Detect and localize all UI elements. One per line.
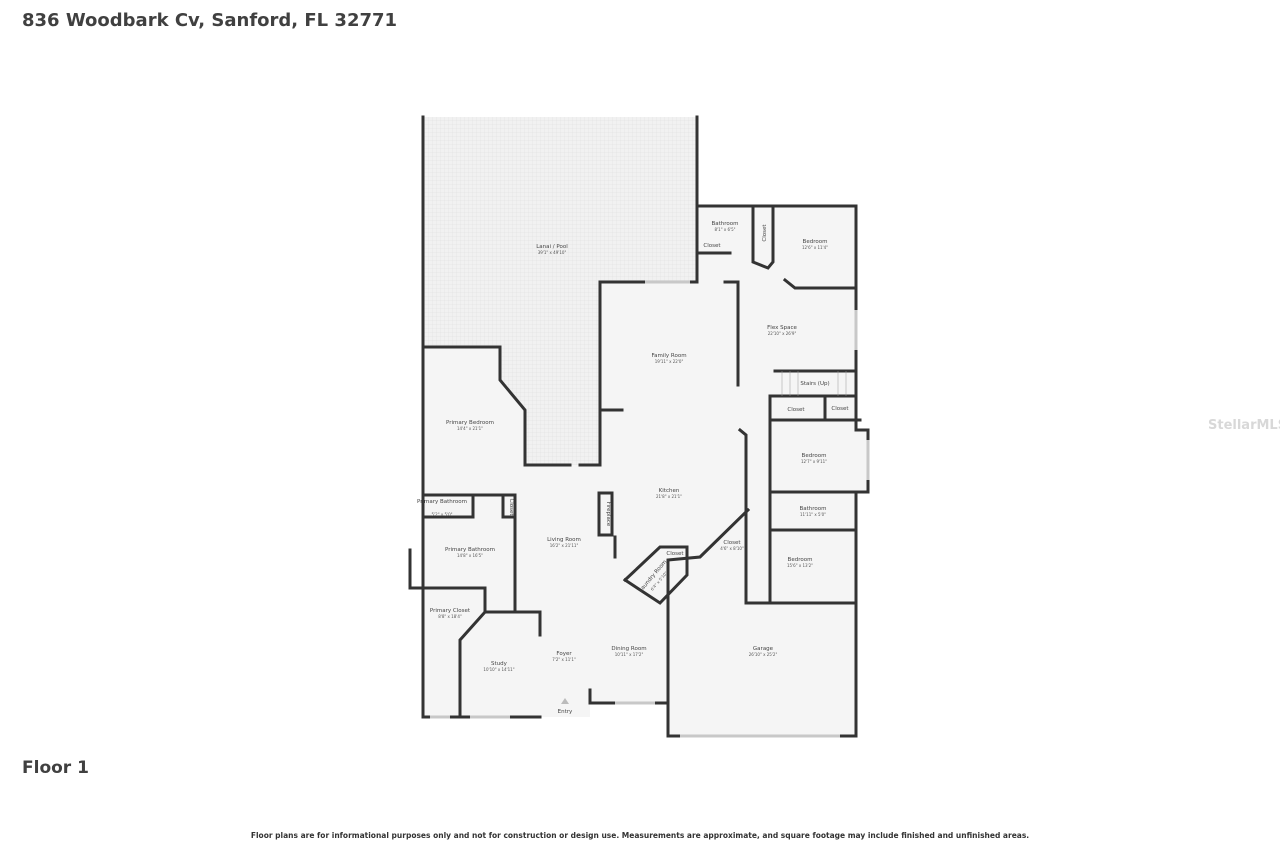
room-stairs: Stairs (Up) xyxy=(800,381,829,387)
svg-text:Primary Bathroom: Primary Bathroom xyxy=(445,547,495,553)
svg-text:22'10" x 26'9": 22'10" x 26'9" xyxy=(768,331,797,336)
svg-text:Closet: Closet xyxy=(508,498,514,516)
svg-text:Closet: Closet xyxy=(831,406,849,412)
room-closet-4: Closet xyxy=(831,406,849,412)
svg-text:Primary Bathroom: Primary Bathroom xyxy=(417,499,467,505)
svg-text:21'8" x 21'1": 21'8" x 21'1" xyxy=(656,494,682,499)
svg-text:10'11" x 17'2": 10'11" x 17'2" xyxy=(615,652,644,657)
svg-text:Bedroom: Bedroom xyxy=(802,453,827,459)
svg-text:11'11" x 5'0": 11'11" x 5'0" xyxy=(800,512,826,517)
svg-text:15'6" x 13'2": 15'6" x 13'2" xyxy=(787,563,813,568)
svg-text:Bedroom: Bedroom xyxy=(803,239,828,245)
svg-text:Closet: Closet xyxy=(787,407,805,413)
svg-text:16'2" x 21'11": 16'2" x 21'11" xyxy=(550,543,579,548)
room-closet-3: Closet xyxy=(787,407,805,413)
svg-text:8'8" x 18'4": 8'8" x 18'4" xyxy=(438,614,462,619)
svg-text:12'7" x 9'11": 12'7" x 9'11" xyxy=(801,459,827,464)
walls xyxy=(408,115,870,738)
svg-text:Closet: Closet xyxy=(762,224,768,242)
svg-text:5'2" x 5'0": 5'2" x 5'0" xyxy=(432,512,453,517)
svg-text:Bedroom: Bedroom xyxy=(788,557,813,563)
svg-text:Closet: Closet xyxy=(703,243,721,249)
watermark-logo: StellarMLS xyxy=(1208,418,1280,433)
lanai-floor xyxy=(423,117,697,465)
room-closet-2: Closet xyxy=(762,224,768,242)
svg-text:19'11" x 22'0": 19'11" x 22'0" xyxy=(655,359,684,364)
svg-text:7'2" x 11'1": 7'2" x 11'1" xyxy=(552,657,576,662)
svg-text:Closet: Closet xyxy=(666,551,684,557)
svg-text:Living Room: Living Room xyxy=(547,537,581,543)
svg-text:14'4" x 21'1": 14'4" x 21'1" xyxy=(457,426,483,431)
property-address: 836 Woodbark Cv, Sanford, FL 32771 xyxy=(22,10,398,31)
floor-label: Floor 1 xyxy=(22,758,89,778)
svg-text:Garage: Garage xyxy=(753,646,774,652)
svg-text:10'10" x 14'11": 10'10" x 14'11" xyxy=(483,667,514,672)
svg-text:26'10" x 25'2": 26'10" x 25'2" xyxy=(749,652,778,657)
svg-text:Family Room: Family Room xyxy=(651,353,686,359)
svg-text:Primary Bedroom: Primary Bedroom xyxy=(446,420,494,426)
svg-text:Study: Study xyxy=(491,661,508,667)
stairs xyxy=(781,371,847,396)
svg-text:Lanai / Pool: Lanai / Pool xyxy=(536,244,568,250)
room-closet-6: Closet xyxy=(666,551,684,557)
room-closet-1: Closet xyxy=(703,243,721,249)
fireplace: Fireplace xyxy=(605,502,611,527)
svg-text:Foyer: Foyer xyxy=(556,651,572,657)
svg-text:Bathroom: Bathroom xyxy=(711,221,738,227)
svg-text:Bathroom: Bathroom xyxy=(799,506,826,512)
svg-text:Stairs (Up): Stairs (Up) xyxy=(800,381,829,387)
svg-text:12'6" x 11'4": 12'6" x 11'4" xyxy=(802,245,828,250)
svg-text:Closet: Closet xyxy=(723,540,741,546)
svg-text:Fireplace: Fireplace xyxy=(605,502,611,527)
svg-text:Kitchen: Kitchen xyxy=(659,488,680,494)
room-primary-bathroom-small: Primary Bathroom 5'2" x 5'0" xyxy=(417,499,467,517)
entry-arrow-icon xyxy=(561,698,569,704)
svg-text:4'6" x 8'10": 4'6" x 8'10" xyxy=(720,546,744,551)
room-closet-5: Closet xyxy=(508,498,514,516)
svg-text:Dining Room: Dining Room xyxy=(611,646,646,652)
svg-text:8'1" x 6'5": 8'1" x 6'5" xyxy=(715,227,736,232)
svg-text:Primary Closet: Primary Closet xyxy=(430,608,471,614)
entry-label: Entry xyxy=(558,709,573,715)
disclaimer: Floor plans are for informational purpos… xyxy=(250,831,1030,840)
svg-text:14'8" x 16'5": 14'8" x 16'5" xyxy=(457,553,483,558)
svg-text:39'1" x 49'10": 39'1" x 49'10" xyxy=(538,250,567,255)
svg-text:Flex Space: Flex Space xyxy=(767,325,797,331)
